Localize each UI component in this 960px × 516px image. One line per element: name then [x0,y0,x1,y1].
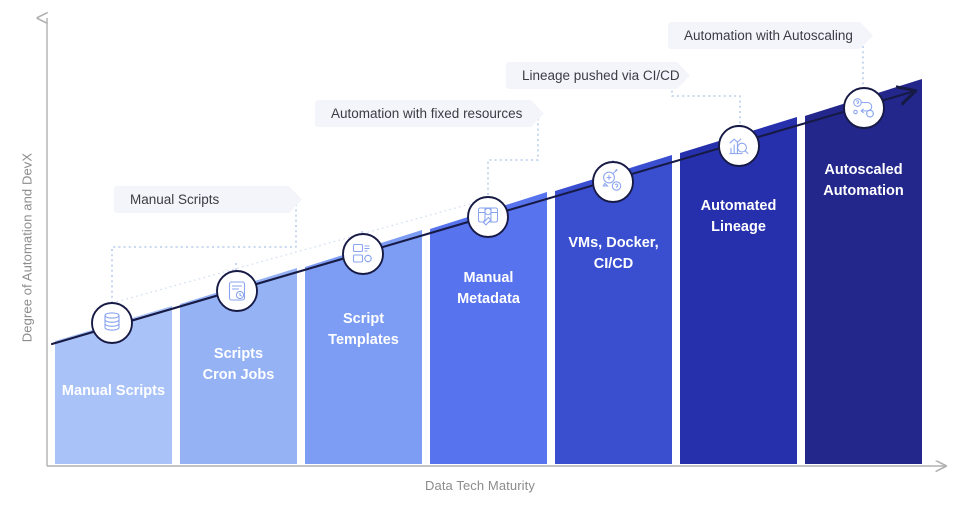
callout-automation-fixed-resources[interactable]: Automation with fixed resources [315,100,544,127]
autoscaling-flow-icon [853,98,874,118]
callout-lineage-pushed-cicd[interactable]: Lineage pushed via CI/CD [506,62,690,89]
guide-dots [111,198,489,304]
connector-manual-scripts [111,199,297,303]
pipeline-settings-icon [602,168,622,191]
milestone-scheduler[interactable] [216,270,258,312]
bar-3[interactable] [430,192,547,464]
metadata-table-pencil-icon [477,207,499,226]
milestone-script-templates[interactable] [342,233,384,275]
bar-5[interactable] [680,117,797,464]
database-icon [104,312,120,331]
bar-0[interactable] [55,306,172,464]
callout-manual-scripts[interactable]: Manual Scripts [114,186,302,213]
milestone-pipeline-cicd[interactable] [592,161,634,203]
lineage-chart-search-icon [729,138,749,155]
milestone-nodes [91,87,885,344]
milestone-automated-lineage[interactable] [718,125,760,167]
milestone-autoscaled-automation[interactable] [843,87,885,129]
callout-automation-autoscaling[interactable]: Automation with Autoscaling [668,22,873,49]
scheduler-clock-icon [228,281,246,301]
bar-1[interactable] [180,268,297,464]
milestone-database[interactable] [91,302,133,344]
bar-4[interactable] [555,155,672,464]
bar-2[interactable] [305,230,422,464]
bar-6[interactable] [805,116,922,464]
milestone-manual-metadata[interactable] [467,196,509,238]
x-axis-label: Data Tech Maturity [425,478,535,493]
bar-series [55,80,922,464]
y-axis-label: Degree of Automation and DevX [19,152,35,343]
script-template-gear-icon [352,243,372,263]
